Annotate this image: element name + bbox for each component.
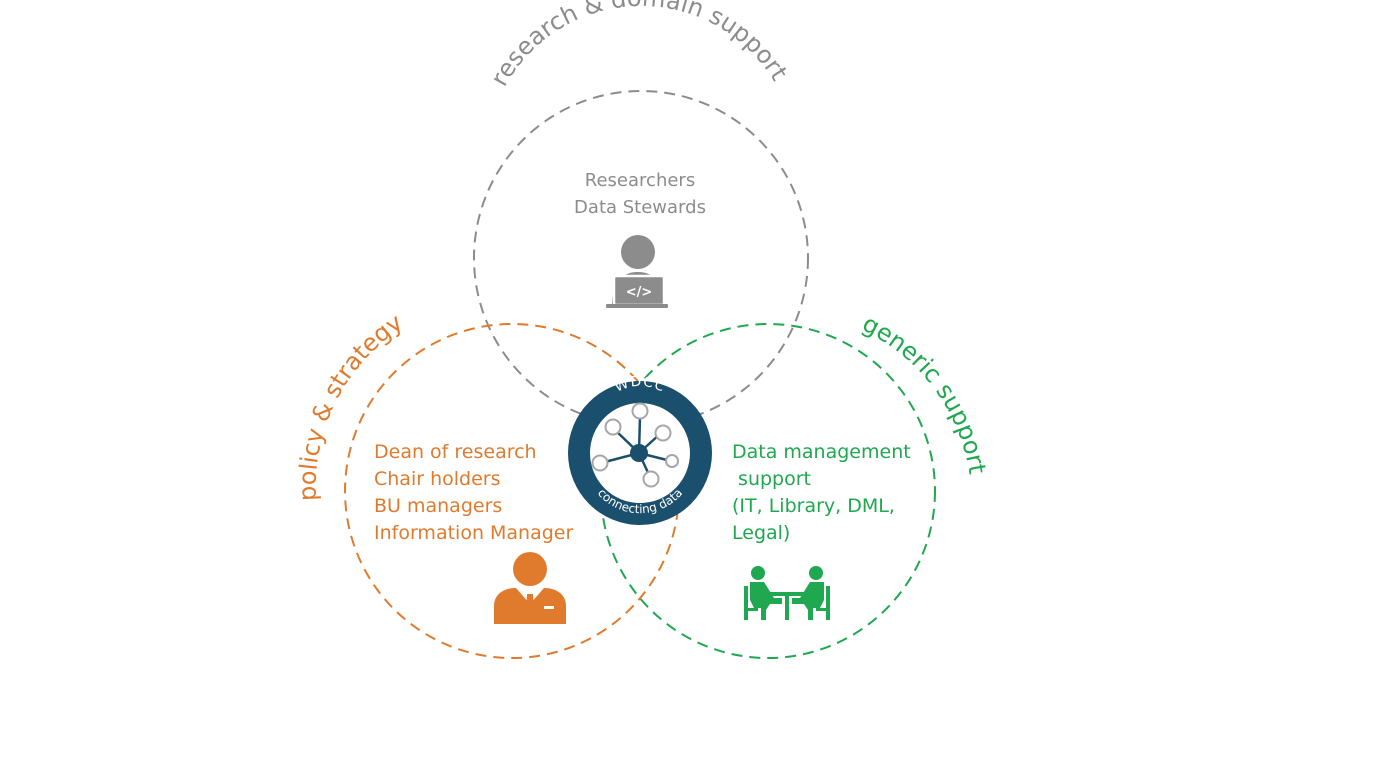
- hub-top-label: WDCC: [612, 374, 668, 396]
- generic-line-3: (IT, Library, DML,: [732, 495, 895, 517]
- policy-line-2: Chair holders: [374, 468, 501, 490]
- svg-text:</>: </>: [626, 285, 653, 300]
- research-line-1: Researchers: [585, 170, 695, 191]
- policy-line-4: Information Manager: [374, 522, 573, 544]
- policy-line-3: BU managers: [374, 495, 502, 517]
- wdcc-hub: WDCC connecting data: [568, 374, 712, 525]
- research-title-path: research & domain support: [485, 0, 793, 91]
- network-nodes-icon: [591, 402, 679, 488]
- research-line-2: Data Stewards: [574, 197, 706, 218]
- research-title: research & domain support: [485, 0, 793, 91]
- policy-line-1: Dean of research: [374, 441, 537, 463]
- developer-laptop-icon: </>: [606, 235, 668, 308]
- generic-line-2: support: [732, 468, 811, 490]
- meeting-table-icon: [744, 566, 830, 620]
- manager-icon: [494, 552, 566, 624]
- hub-top-label-path: WDCC: [612, 374, 667, 396]
- generic-line-1: Data management: [732, 441, 911, 463]
- generic-line-4: Legal): [732, 522, 790, 544]
